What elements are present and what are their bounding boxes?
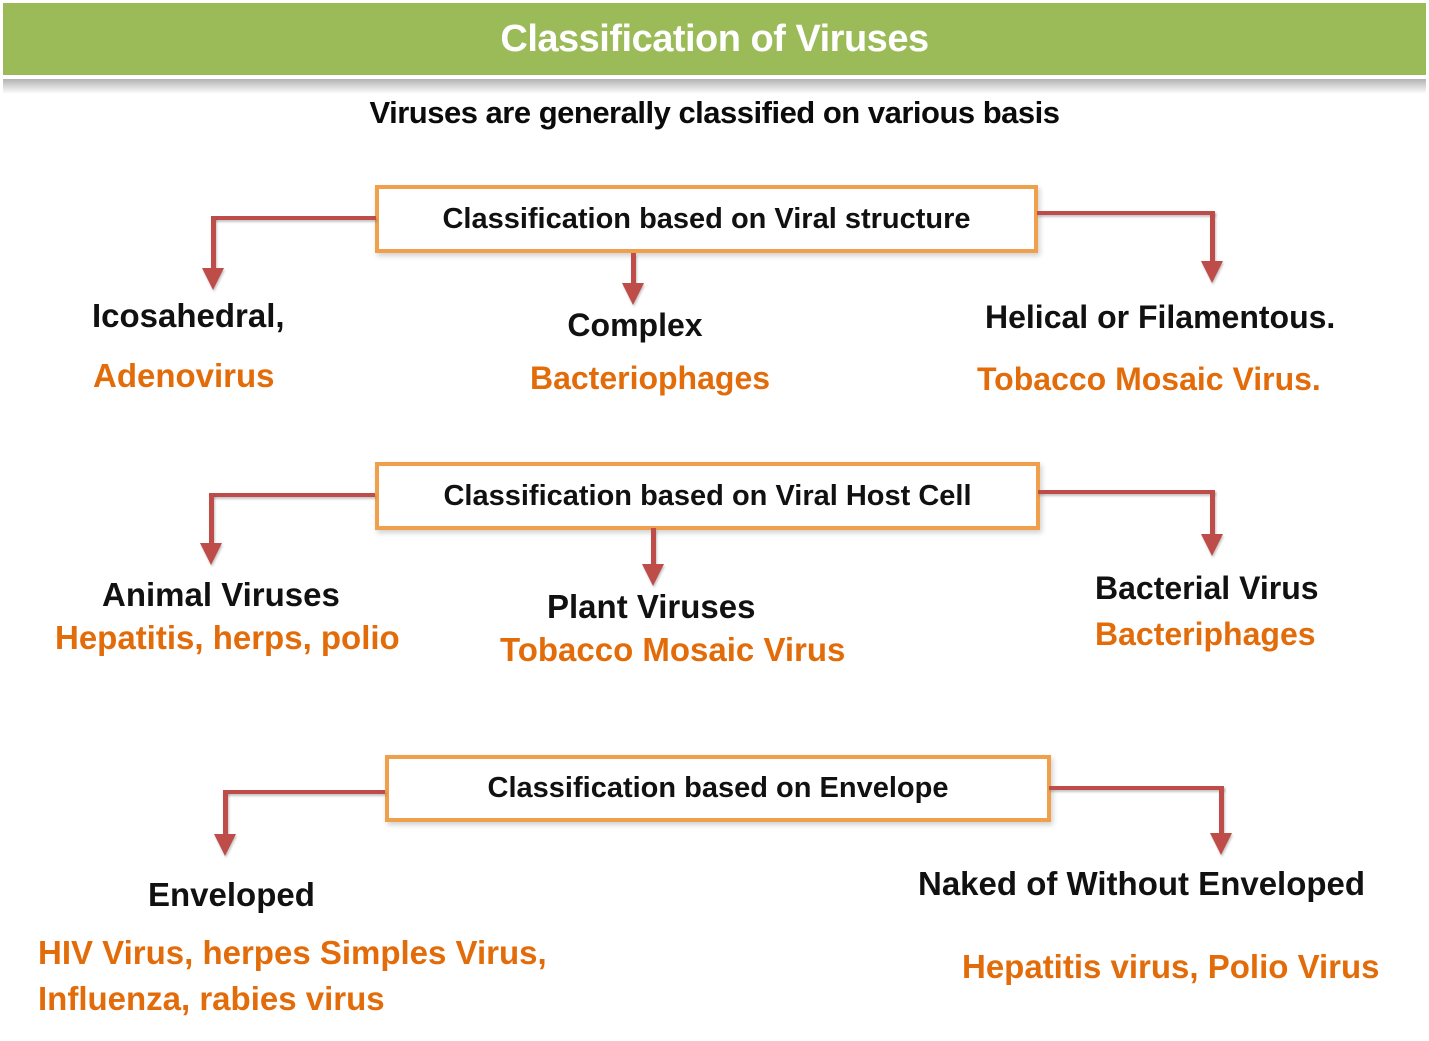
- branch-example-line1: HIV Virus, herpes Simples Virus,: [38, 934, 547, 971]
- diagram-subtitle: Viruses are generally classified on vari…: [369, 95, 1060, 130]
- branch-example: Hepatitis virus, Polio Virus: [962, 948, 1380, 985]
- section1-box-label: Classification based on Viral structure: [442, 202, 971, 235]
- section2-box: Classification based on Viral Host Cell: [375, 462, 1040, 530]
- header-banner: Classification of Viruses: [3, 3, 1426, 75]
- arrow-down-icon: [1210, 833, 1232, 855]
- branch-example: Bacteriophages: [529, 360, 771, 396]
- section2-box-label: Classification based on Viral Host Cell: [443, 479, 972, 512]
- arrow-line: [213, 216, 376, 220]
- arrow-line: [209, 493, 214, 545]
- branch-title: Animal Viruses: [102, 576, 340, 613]
- arrow-down-icon: [642, 564, 664, 586]
- banner-shadow: [3, 79, 1426, 94]
- arrow-line: [1210, 211, 1215, 263]
- arrow-line: [223, 790, 228, 836]
- arrow-down-icon: [214, 834, 236, 856]
- branch-title: Enveloped: [148, 876, 315, 913]
- branch-title: Complex: [567, 307, 703, 343]
- arrow-line: [651, 528, 656, 566]
- section3-box-label: Classification based on Envelope: [487, 772, 949, 804]
- section1-box: Classification based on Viral structure: [375, 185, 1038, 253]
- arrow-down-icon: [202, 268, 224, 290]
- arrow-down-icon: [622, 283, 644, 305]
- branch-title: Plant Viruses: [547, 588, 756, 625]
- branch-title: Helical or Filamentous.: [985, 299, 1336, 335]
- branch-example: Tobacco Mosaic Virus: [500, 631, 846, 668]
- arrow-line: [1038, 490, 1215, 494]
- branch-example-line2: Influenza, rabies virus: [38, 980, 385, 1017]
- branch-example: Hepatitis, herps, polio: [55, 619, 400, 656]
- arrow-line: [1049, 786, 1224, 790]
- arrow-line: [1037, 211, 1215, 215]
- branch-example: Tobacco Mosaic Virus.: [977, 361, 1321, 397]
- arrow-line: [225, 790, 385, 794]
- arrow-line: [211, 216, 216, 270]
- arrow-down-icon: [1201, 261, 1223, 283]
- page-title: Classification of Viruses: [500, 17, 929, 60]
- section3-box: Classification based on Envelope: [385, 755, 1051, 822]
- branch-title: Naked of Without Enveloped: [918, 865, 1366, 902]
- branch-example: Adenovirus: [93, 357, 275, 394]
- branch-example: Bacteriphages: [1095, 616, 1316, 652]
- arrow-line: [1210, 490, 1215, 536]
- arrow-down-icon: [200, 543, 222, 565]
- arrow-line: [1219, 786, 1224, 835]
- arrow-line: [631, 253, 636, 285]
- branch-title: Bacterial Virus: [1095, 570, 1319, 606]
- arrow-down-icon: [1201, 534, 1223, 556]
- branch-title: Icosahedral,: [92, 297, 285, 334]
- arrow-line: [211, 493, 375, 497]
